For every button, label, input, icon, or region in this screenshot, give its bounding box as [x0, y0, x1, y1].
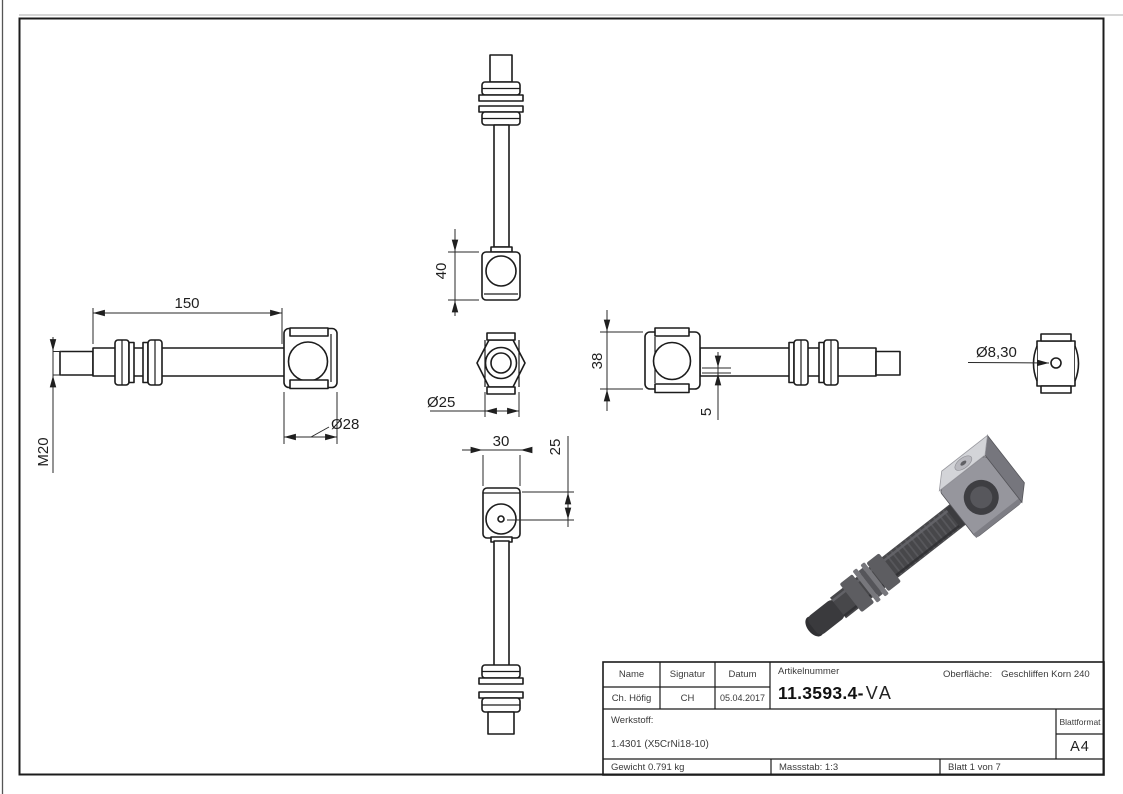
- dim-diameter-28: Ø28: [331, 416, 359, 433]
- dim-hole-diameter-830: Ø8,30: [976, 344, 1017, 361]
- dim-length-150: 150: [174, 295, 199, 312]
- titleblock-name-value: Ch. Höfig: [611, 692, 652, 704]
- dim-bracket-width-38: 38: [589, 353, 606, 370]
- dim-bracket-depth-30: 30: [493, 433, 510, 450]
- dim-hole-offset-25: 25: [547, 439, 564, 456]
- titleblock-weight: Gewicht 0.791 kg: [611, 761, 685, 773]
- dim-plate-thickness-5: 5: [698, 408, 715, 416]
- titleblock-name-header: Name: [618, 669, 645, 680]
- dim-bracket-height-40: 40: [433, 263, 450, 280]
- drawing-frame: [18, 17, 1105, 776]
- article-number-main: 11.3593.4-: [778, 683, 864, 703]
- titleblock-scale: Massstab: 1:3: [779, 761, 839, 773]
- title-block-grid: [602, 661, 1105, 776]
- titleblock-article-number: 11.3593.4-VA: [770, 680, 990, 707]
- surface-label: Oberfläche:: [943, 669, 993, 680]
- view-side-right: 38 5: [589, 310, 901, 420]
- titleblock-format-value: A4: [1070, 738, 1090, 755]
- view-side-left: 150 M20 Ø28: [35, 295, 359, 473]
- view-bracket-side: Ø8,30: [967, 333, 1080, 394]
- surface-value: Geschliffen Korn 240: [1001, 669, 1090, 680]
- view-bottom: 30 25: [462, 433, 574, 735]
- titleblock-signature-header: Signatur: [669, 669, 706, 680]
- titleblock-date-header: Datum: [728, 669, 757, 680]
- titleblock-material-value: 1.4301 (X5CrNi18-10): [611, 738, 709, 750]
- dim-thread-m20: M20: [35, 437, 52, 466]
- titleblock-date-value: 05.04.2017: [719, 693, 766, 703]
- part-3d-render: [805, 434, 1025, 637]
- view-top: 40: [433, 54, 524, 316]
- titleblock-surface: Oberfläche: Geschliffen Korn 240: [935, 662, 1105, 687]
- article-number-suffix: VA: [865, 683, 894, 703]
- titleblock-material-label: Werkstoff:: [611, 714, 654, 726]
- titleblock-signature-value: CH: [680, 692, 695, 704]
- titleblock-article-label: Artikelnummer: [778, 665, 840, 677]
- view-end: Ø25: [427, 332, 526, 417]
- titleblock-format-label: Blattformat: [1059, 716, 1101, 727]
- titleblock-sheet: Blatt 1 von 7: [948, 761, 1001, 773]
- dim-diameter-25: Ø25: [427, 394, 455, 411]
